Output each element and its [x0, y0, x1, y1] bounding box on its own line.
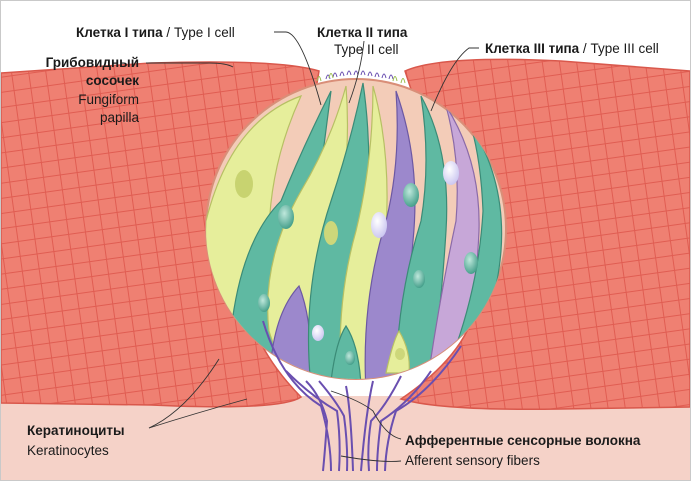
papilla-label-ru-2: сосочек [86, 73, 139, 88]
type2-label-ru: Клетка II типа [317, 25, 408, 40]
taste-pore-microvilli [326, 71, 393, 79]
fibers-label-en: Afferent sensory fibers [405, 453, 540, 468]
papilla-label-en-1: Fungiform [78, 92, 139, 107]
papilla-label-en-2: papilla [100, 110, 140, 125]
type2-label-en: Type II cell [334, 42, 399, 57]
type1-label: Клетка I типа / Type I cell [76, 25, 235, 40]
keratinocytes-label-ru: Кератиноциты [27, 423, 125, 438]
papilla-label-ru-1: Грибовидный [46, 55, 139, 70]
type3-label: Клетка III типа / Type III cell [485, 41, 659, 56]
keratinocytes-label-en: Keratinocytes [27, 443, 109, 458]
fibers-label-ru: Афферентные сенсорные волокна [405, 433, 641, 448]
